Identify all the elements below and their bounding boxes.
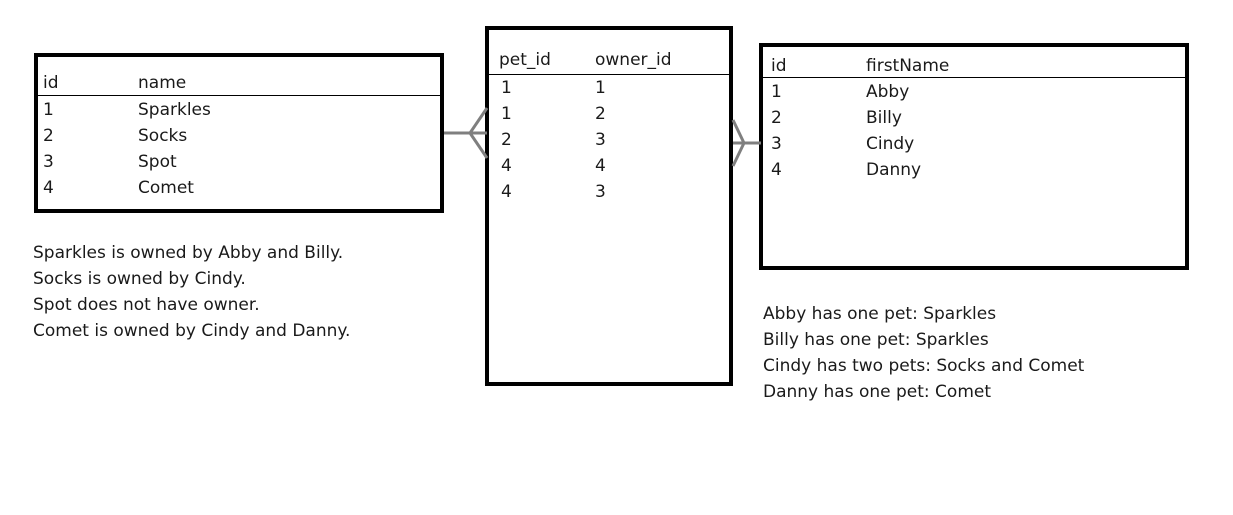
owner-note: Danny has one pet: Comet: [763, 382, 992, 402]
pets-table-header: id name: [38, 57, 440, 96]
owner-id: 1: [771, 82, 782, 102]
pet-owner-link-table: pet_id owner_id 1 1 1 2 2 3 4 4 4 3: [485, 26, 733, 386]
link-to-owners-crowsfoot: [731, 119, 761, 167]
pet-id: 3: [43, 152, 54, 172]
owner-note: Billy has one pet: Sparkles: [763, 330, 989, 350]
owner-first-name: Abby: [866, 82, 910, 102]
link-owner-id: 2: [595, 104, 606, 124]
owners-col-id-header: id: [771, 56, 787, 76]
owner-first-name: Danny: [866, 160, 922, 180]
link-pet-id: 4: [501, 156, 512, 176]
owners-col-firstname-header: firstName: [866, 56, 950, 76]
link-col-pet-id-header: pet_id: [499, 50, 551, 70]
pets-table: id name 1 Sparkles 2 Socks 3 Spot 4 Come…: [34, 53, 444, 213]
pet-note: Socks is owned by Cindy.: [33, 269, 246, 289]
link-pet-id: 2: [501, 130, 512, 150]
link-owner-id: 3: [595, 182, 606, 202]
pet-name: Comet: [138, 178, 194, 198]
owner-id: 2: [771, 108, 782, 128]
pet-note: Sparkles is owned by Abby and Billy.: [33, 243, 344, 263]
link-pet-id: 4: [501, 182, 512, 202]
pet-note: Spot does not have owner.: [33, 295, 260, 315]
pets-col-id-header: id: [43, 73, 59, 93]
link-pet-id: 1: [501, 78, 512, 98]
owner-note: Abby has one pet: Sparkles: [763, 304, 997, 324]
pet-name: Sparkles: [138, 100, 211, 120]
pet-id: 4: [43, 178, 54, 198]
link-col-owner-id-header: owner_id: [595, 50, 672, 70]
link-table-header: pet_id owner_id: [489, 30, 729, 75]
owner-first-name: Cindy: [866, 134, 915, 154]
pet-name: Socks: [138, 126, 188, 146]
owners-table-header: id firstName: [763, 47, 1185, 78]
owner-note: Cindy has two pets: Socks and Comet: [763, 356, 1085, 376]
pet-name: Spot: [138, 152, 177, 172]
pets-col-name-header: name: [138, 73, 187, 93]
link-owner-id: 4: [595, 156, 606, 176]
owner-id: 4: [771, 160, 782, 180]
owner-first-name: Billy: [866, 108, 902, 128]
owner-id: 3: [771, 134, 782, 154]
pets-to-link-crowsfoot: [444, 107, 489, 159]
pet-note: Comet is owned by Cindy and Danny.: [33, 321, 351, 341]
pet-id: 1: [43, 100, 54, 120]
pet-id: 2: [43, 126, 54, 146]
link-pet-id: 1: [501, 104, 512, 124]
link-owner-id: 3: [595, 130, 606, 150]
owners-table: id firstName 1 Abby 2 Billy 3 Cindy 4 Da…: [759, 43, 1189, 270]
link-owner-id: 1: [595, 78, 606, 98]
